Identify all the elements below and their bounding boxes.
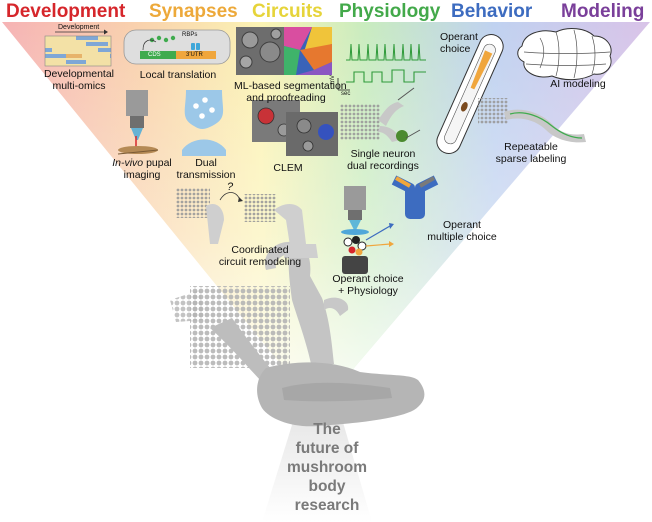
voltage-traces (337, 43, 426, 91)
label-choice-physiology: Operant choice + Physiology (332, 273, 404, 297)
category-behavior: Behavior (451, 1, 533, 22)
operant-chamber (436, 33, 504, 155)
choice-physiology-rig (341, 186, 394, 274)
sparse-labeling-neuron (478, 98, 586, 143)
rbp-text: RBPs (182, 32, 198, 38)
category-physiology: Physiology (339, 1, 441, 22)
y-maze (391, 175, 439, 219)
category-synapses: Synapses (149, 1, 238, 22)
future-title: The future of mushroom body research (286, 421, 368, 514)
category-modeling: Modeling (561, 1, 645, 22)
single-neuron-recording (340, 87, 421, 142)
em-segmentation-image (236, 27, 332, 75)
label-clem: CLEM (273, 162, 303, 174)
label-ai-modeling: AI modeling (550, 78, 606, 90)
ai-brain-model (517, 28, 612, 81)
label-sparse-labeling: Repeatable sparse labeling (495, 141, 567, 165)
sec-unit: sec (341, 91, 351, 97)
pupal-imaging-microscope (117, 90, 159, 155)
mushroom-body-silhouette (170, 241, 425, 427)
label-operant-choice: Operant choice (440, 31, 478, 55)
circuit-remodeling (176, 188, 318, 258)
light-cone (262, 412, 372, 522)
label-pupal-imaging: In-vivo pupal imaging (112, 157, 172, 181)
label-dual-transmission: Dual transmission (176, 157, 236, 181)
cds-text: CDS (148, 52, 161, 58)
synapse-diagram (182, 90, 226, 156)
utr-text: 3'UTR (186, 52, 203, 58)
label-local-translation: Local translation (139, 69, 217, 81)
remodeling-question-mark: ? (226, 181, 234, 193)
label-multiomics: Developmental multi-omics (43, 68, 115, 92)
multiomics-heatmap (44, 29, 112, 67)
clem-image (252, 100, 338, 156)
category-development: Development (6, 1, 126, 22)
label-ml-segmentation: ML-based segmentation and proofreading (234, 80, 347, 104)
arrow-right-icon (104, 29, 108, 35)
multiomics-inset-text: Development (58, 24, 100, 31)
category-circuits: Circuits (252, 1, 323, 22)
mrna-diagram (123, 29, 231, 65)
label-circuit-remodeling: Coordinated circuit remodeling (218, 244, 302, 268)
label-multiple-choice: Operant multiple choice (427, 219, 497, 243)
label-single-neuron: Single neuron dual recordings (347, 148, 419, 172)
